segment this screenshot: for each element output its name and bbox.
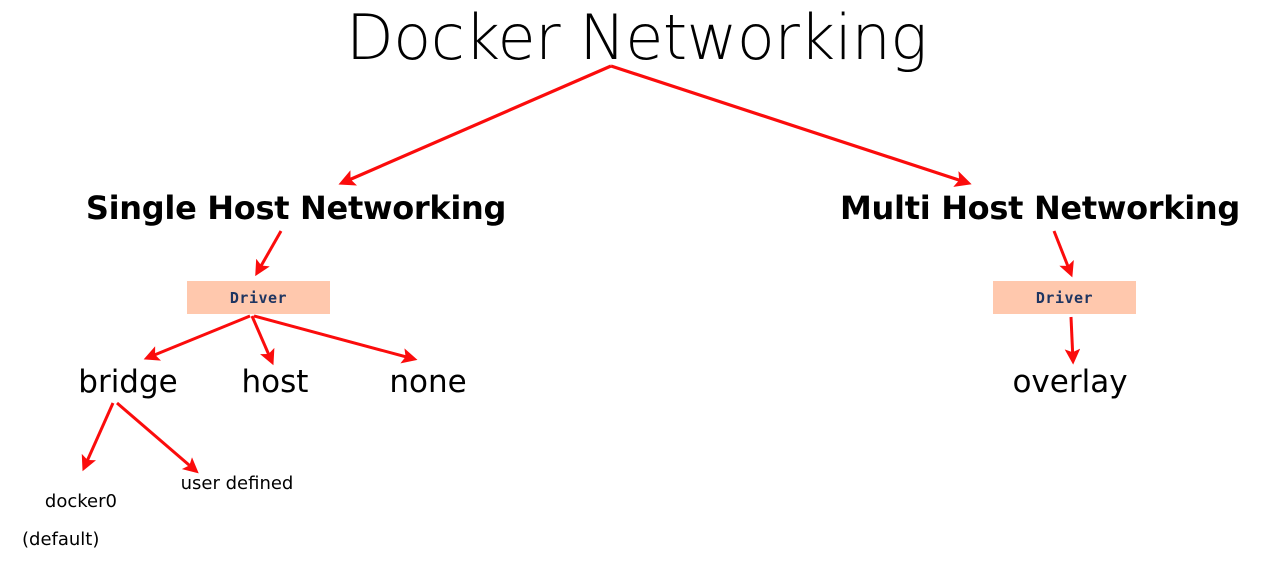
edge-single-to-driver [255,230,283,277]
node-docker0-note: (default) [22,528,100,550]
edge-driver-to-host [250,315,275,366]
node-docker0-name: docker0 [44,490,117,512]
edge-bridge-to-userdefined [116,401,199,474]
edge-bridge-to-docker0 [81,402,115,472]
section-heading-single-host: Single Host Networking [85,189,507,227]
edge-driver-to-overlay [1064,316,1081,365]
node-docker0: docker0 (default) [22,474,152,587]
driver-box-single-host: Driver [187,281,330,314]
edge-multi-to-driver [1052,230,1074,278]
page-title: Docker Networking [346,1,927,74]
driver-box-multi-host: Driver [993,281,1136,314]
edge-root-to-single [338,64,612,186]
node-overlay: overlay [1012,364,1128,400]
node-host: host [241,364,309,400]
node-none: none [389,364,467,400]
edge-driver-to-bridge [143,314,251,361]
docker-networking-diagram: Docker Networking Single Host Networking… [22,1,1241,549]
arrow-layer [81,64,1081,474]
section-heading-multi-host: Multi Host Networking [840,189,1240,227]
node-bridge: bridge [78,364,178,400]
node-user-defined: user defined [180,473,294,494]
driver-box-label: Driver [1035,288,1094,307]
driver-box-label: Driver [229,288,288,307]
edge-root-to-multi [610,64,972,187]
edge-driver-to-none [253,314,418,364]
